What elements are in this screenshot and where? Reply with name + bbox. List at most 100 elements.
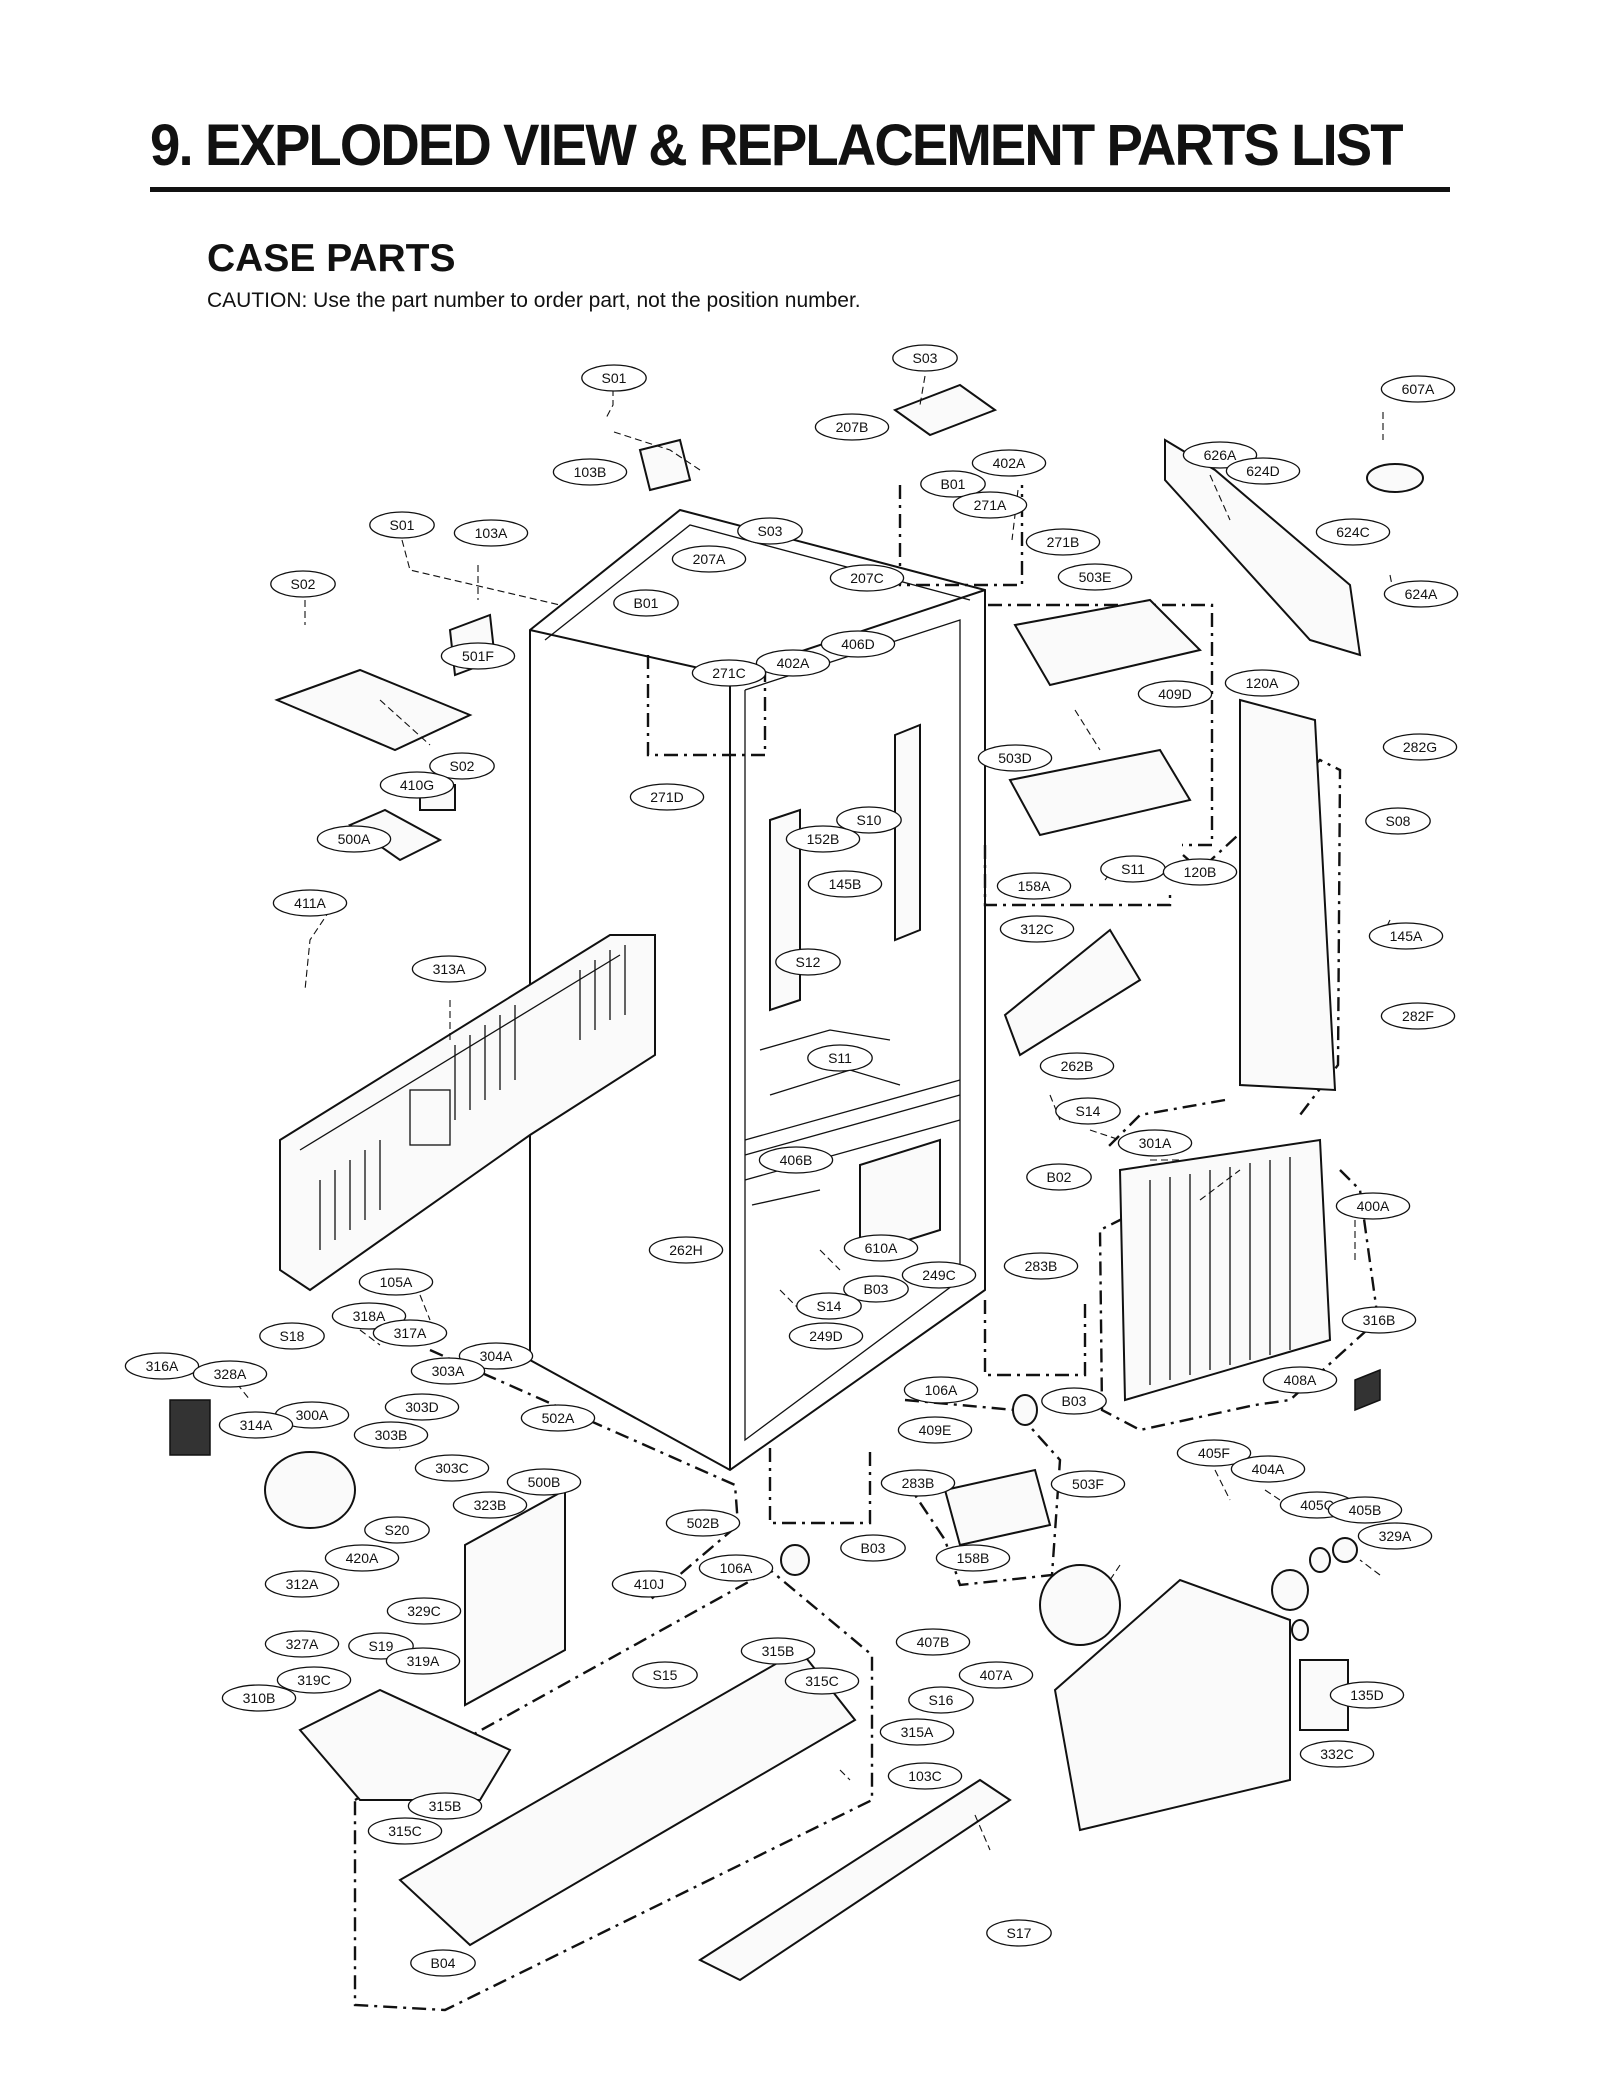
callout-304a: 304A xyxy=(458,1342,534,1370)
callout-271c: 271C xyxy=(691,659,767,687)
callout-405f: 405F xyxy=(1176,1439,1252,1467)
callout-label: 103C xyxy=(908,1768,941,1784)
callout-bubble xyxy=(1057,563,1133,591)
callout-406b: 406B xyxy=(758,1146,834,1174)
callout-bubble xyxy=(977,744,1053,772)
callout-label: S19 xyxy=(369,1638,394,1654)
callout-406d: 406D xyxy=(820,630,896,658)
callout-207b: 207B xyxy=(814,413,890,441)
callout-bubble xyxy=(1117,1129,1193,1157)
callout-label: S01 xyxy=(602,370,627,386)
callout-bubble xyxy=(887,1762,963,1790)
callout-624c: 624C xyxy=(1315,518,1391,546)
callout-label: 316A xyxy=(146,1358,179,1374)
callout-label: 500A xyxy=(338,831,371,847)
callout-249d: 249D xyxy=(788,1322,864,1350)
callout-bubble xyxy=(796,1292,862,1320)
callout-bubble xyxy=(1315,518,1391,546)
callout-315c: 315C xyxy=(367,1817,443,1845)
callout-319c: 319C xyxy=(276,1666,352,1694)
callout-316a: 316A xyxy=(124,1352,200,1380)
callout-label: B03 xyxy=(861,1540,886,1556)
callout-408a: 408A xyxy=(1262,1366,1338,1394)
callout-502a: 502A xyxy=(520,1404,596,1432)
callout-s15: S15 xyxy=(632,1661,698,1689)
callout-bubble xyxy=(367,1817,443,1845)
callout-409d: 409D xyxy=(1137,680,1213,708)
callout-bubble xyxy=(1137,680,1213,708)
callout-bubble xyxy=(218,1411,294,1439)
callout-label: 262B xyxy=(1061,1058,1094,1074)
callout-label: 327A xyxy=(286,1636,319,1652)
callout-label: 262H xyxy=(669,1242,702,1258)
callout-bubble xyxy=(665,1509,741,1537)
callout-bubble xyxy=(1341,1306,1417,1334)
callout-301a: 301A xyxy=(1117,1129,1193,1157)
callout-label: 402A xyxy=(993,455,1026,471)
callout-249c: 249C xyxy=(901,1261,977,1289)
callout-502b: 502B xyxy=(665,1509,741,1537)
callout-402a: 402A xyxy=(971,449,1047,477)
callout-label: 328A xyxy=(214,1366,247,1382)
callout-bubble xyxy=(1041,1387,1107,1415)
callout-329c: 329C xyxy=(386,1597,462,1625)
callout-bubble xyxy=(192,1360,268,1388)
callout-label: 315C xyxy=(805,1673,838,1689)
callout-bubble xyxy=(775,948,841,976)
callout-282f: 282F xyxy=(1380,1002,1456,1030)
callout-s14: S14 xyxy=(796,1292,862,1320)
callout-bubble xyxy=(1050,1470,1126,1498)
callout-409e: 409E xyxy=(897,1416,973,1444)
callout-label: S08 xyxy=(1386,813,1411,829)
callout-s18: S18 xyxy=(259,1322,325,1350)
callout-bubble xyxy=(379,771,455,799)
callout-label: 249C xyxy=(922,1267,955,1283)
callout-bubble xyxy=(892,344,958,372)
callout-bubble xyxy=(1368,922,1444,950)
callout-label: 312C xyxy=(1020,921,1053,937)
callout-bubble xyxy=(611,1570,687,1598)
callout-120b: 120B xyxy=(1162,858,1238,886)
callout-bubble xyxy=(316,825,392,853)
callout-bubble xyxy=(458,1342,534,1370)
callout-label: 120A xyxy=(1246,675,1279,691)
callout-bubble xyxy=(879,1718,955,1746)
callout-label: 315C xyxy=(388,1823,421,1839)
callout-bubble xyxy=(1327,1496,1403,1524)
callout-label: B02 xyxy=(1047,1169,1072,1185)
callout-label: 411A xyxy=(294,895,326,911)
callout-label: S12 xyxy=(796,954,821,970)
callout-label: 105A xyxy=(380,1274,413,1290)
callout-bubble xyxy=(1224,669,1300,697)
callout-bubble xyxy=(270,570,336,598)
callout-label: 501F xyxy=(462,648,494,664)
callout-bubble xyxy=(986,1919,1052,1947)
callout-label: 410J xyxy=(634,1576,664,1592)
callout-label: 503E xyxy=(1079,569,1112,585)
section-title: CASE PARTS xyxy=(207,237,456,280)
callout-501f: 501F xyxy=(440,642,516,670)
callout-303b: 303B xyxy=(353,1421,429,1449)
callout-b03: B03 xyxy=(843,1275,909,1303)
callout-label: 303A xyxy=(432,1363,465,1379)
callout-label: 207A xyxy=(693,551,726,567)
callout-b01: B01 xyxy=(613,589,679,617)
callout-label: 503D xyxy=(998,750,1031,766)
callout-bubble xyxy=(737,517,803,545)
callout-label: 624D xyxy=(1246,463,1279,479)
callout-bubble xyxy=(613,589,679,617)
callout-s16: S16 xyxy=(908,1686,974,1714)
callout-label: 300A xyxy=(296,1407,329,1423)
callout-bubble xyxy=(386,1597,462,1625)
callout-label: 607A xyxy=(1402,381,1435,397)
callout-label: S02 xyxy=(450,758,475,774)
callout-label: B04 xyxy=(431,1955,456,1971)
callout-607a: 607A xyxy=(1380,375,1456,403)
callout-410g: 410G xyxy=(379,771,455,799)
callout-312a: 312A xyxy=(264,1570,340,1598)
callout-label: 158A xyxy=(1018,878,1051,894)
callout-label: 283B xyxy=(1025,1258,1058,1274)
callout-label: 610A xyxy=(865,1240,898,1256)
callout-bubble xyxy=(410,1949,476,1977)
callout-bubble xyxy=(999,915,1075,943)
